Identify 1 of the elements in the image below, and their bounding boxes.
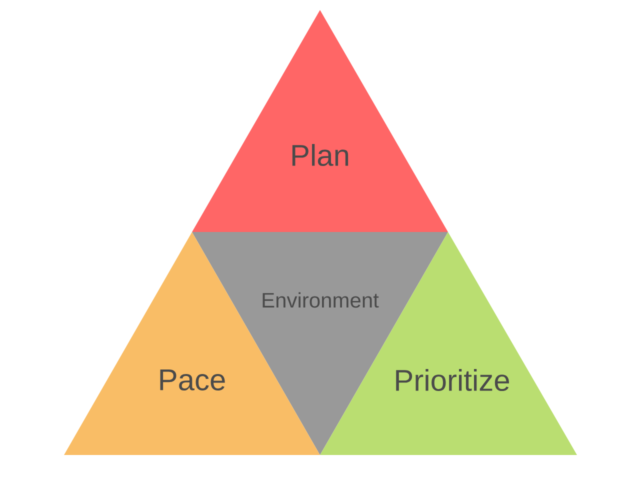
triangle: Plan [192, 10, 448, 232]
